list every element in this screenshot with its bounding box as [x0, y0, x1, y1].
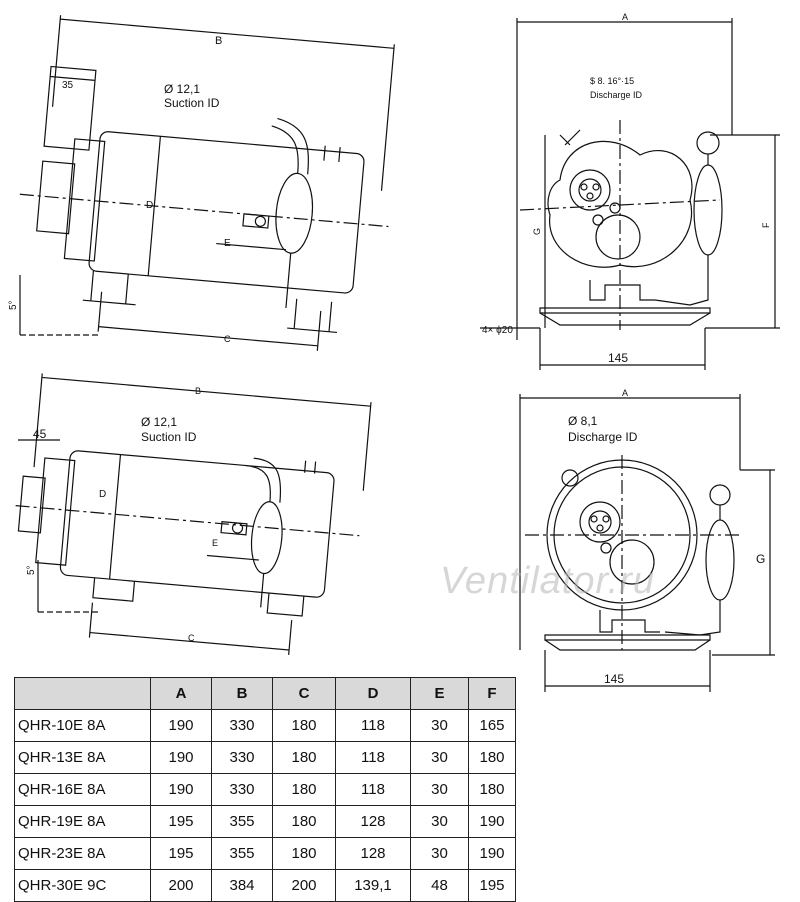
- table-cell: 180: [272, 773, 336, 806]
- v2-discharge-label: Discharge ID: [590, 90, 643, 100]
- v4-discharge-size: Ø 8,1: [568, 414, 598, 428]
- table-cell: 330: [211, 709, 273, 742]
- table-cell: 30: [410, 709, 469, 742]
- table-cell: 30: [410, 837, 469, 870]
- table-cell: 190: [468, 837, 516, 870]
- model-cell: QHR-16E 8A: [14, 773, 151, 806]
- header-cell: E: [410, 677, 469, 710]
- v1-dim-c: C: [224, 334, 231, 344]
- table-cell: 190: [468, 805, 516, 838]
- v3-angle: 5°: [26, 565, 37, 575]
- v1-dim-b: B: [215, 35, 222, 47]
- v2-dim-a: A: [622, 12, 628, 22]
- v1-suction-size: Ø 12,1: [164, 82, 200, 96]
- table-cell: 128: [335, 805, 411, 838]
- v1-dim-d: D: [146, 200, 153, 211]
- table-cell: 180: [272, 709, 336, 742]
- table-cell: 48: [410, 869, 469, 902]
- table-cell: 355: [211, 837, 273, 870]
- table-cell: 330: [211, 773, 273, 806]
- table-cell: 190: [150, 773, 212, 806]
- v4-dim-a: A: [622, 388, 628, 398]
- table-cell: 330: [211, 741, 273, 774]
- front-view-1: [480, 18, 780, 370]
- header-cell: [14, 677, 151, 710]
- table-cell: 195: [150, 837, 212, 870]
- table-row: QHR-23E 8A 195 355 180 128 30 190: [14, 837, 516, 870]
- v2-dim-f: F: [761, 222, 771, 228]
- side-view-1: [19, 15, 395, 351]
- model-cell: QHR-30E 9C: [14, 869, 151, 902]
- table-cell: 384: [211, 869, 273, 902]
- table-cell: 139,1: [335, 869, 411, 902]
- technical-drawing: B 35 Ø 12,1 Suction ID D E C 5° A $ 8. 1…: [8, 12, 780, 692]
- v4-dim-145: 145: [604, 672, 624, 686]
- v3-dim-45: 45: [33, 427, 47, 441]
- table-row: QHR-19E 8A 195 355 180 128 30 190: [14, 805, 516, 838]
- v2-dim-g: G: [532, 228, 542, 235]
- header-cell: B: [211, 677, 273, 710]
- table-cell: 200: [272, 869, 336, 902]
- table-cell: 165: [468, 709, 516, 742]
- v2-dim-145: 145: [608, 351, 628, 365]
- table-cell: 180: [272, 805, 336, 838]
- model-cell: QHR-10E 8A: [14, 709, 151, 742]
- table-row: QHR-16E 8A 190 330 180 118 30 180: [14, 773, 516, 806]
- watermark: Ventilator.ru: [440, 560, 656, 602]
- v3-suction-label: Suction ID: [141, 430, 197, 444]
- table-row: QHR-30E 9C 200 384 200 139,1 48 195: [14, 869, 516, 902]
- table-row: QHR-13E 8A 190 330 180 118 30 180: [14, 741, 516, 774]
- table-cell: 30: [410, 741, 469, 774]
- model-cell: QHR-19E 8A: [14, 805, 151, 838]
- v3-dim-d: D: [99, 489, 106, 500]
- table-cell: 180: [272, 837, 336, 870]
- v1-angle: 5°: [8, 300, 19, 310]
- v1-suction-label: Suction ID: [164, 96, 220, 110]
- table-cell: 190: [150, 709, 212, 742]
- table-cell: 180: [468, 741, 516, 774]
- table-cell: 195: [150, 805, 212, 838]
- v4-dim-g: G: [756, 552, 765, 566]
- table-cell: 118: [335, 773, 411, 806]
- v3-dim-c: C: [188, 633, 195, 643]
- table-cell: 128: [335, 837, 411, 870]
- header-cell: C: [272, 677, 336, 710]
- v4-discharge-label: Discharge ID: [568, 430, 638, 444]
- table-header-row: A B C D E F: [14, 677, 516, 710]
- v1-dim-35: 35: [62, 80, 74, 91]
- table-cell: 118: [335, 741, 411, 774]
- specs-table: A B C D E F QHR-10E 8A 190 330 180 118 3…: [14, 677, 516, 902]
- table-cell: 180: [468, 773, 516, 806]
- header-cell: A: [150, 677, 212, 710]
- header-cell: F: [468, 677, 516, 710]
- side-view-2: [15, 373, 372, 656]
- table-cell: 200: [150, 869, 212, 902]
- model-cell: QHR-23E 8A: [14, 837, 151, 870]
- v2-holes: 4× ϕ20: [482, 325, 513, 336]
- table-cell: 195: [468, 869, 516, 902]
- table-cell: 190: [150, 741, 212, 774]
- table-row: QHR-10E 8A 190 330 180 118 30 165: [14, 709, 516, 742]
- model-cell: QHR-13E 8A: [14, 741, 151, 774]
- header-cell: D: [335, 677, 411, 710]
- v3-suction-size: Ø 12,1: [141, 415, 177, 429]
- v1-dim-e: E: [224, 238, 231, 249]
- table-cell: 180: [272, 741, 336, 774]
- table-cell: 355: [211, 805, 273, 838]
- v3-dim-e: E: [212, 538, 218, 548]
- table-cell: 30: [410, 805, 469, 838]
- front-view-2: [519, 394, 775, 692]
- table-cell: 30: [410, 773, 469, 806]
- table-cell: 118: [335, 709, 411, 742]
- v2-discharge-size: $ 8. 16°·15: [590, 76, 634, 86]
- v3-dim-b: B: [195, 386, 201, 396]
